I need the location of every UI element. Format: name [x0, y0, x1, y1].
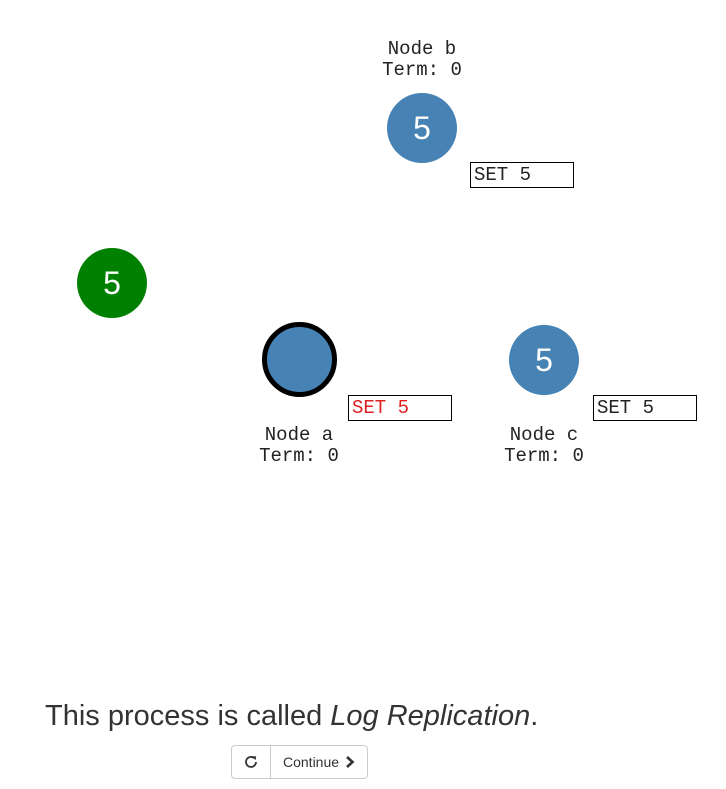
node-c-value: 5	[535, 341, 553, 378]
continue-button[interactable]: Continue	[271, 746, 367, 778]
node-c-term: Term: 0	[504, 445, 584, 467]
node-b-label: Node b Term: 0	[352, 39, 492, 81]
node-c-log-entry: SET 5	[593, 395, 697, 421]
continue-label: Continue	[283, 754, 340, 770]
caption-suffix: .	[530, 700, 539, 732]
node-b-value: 5	[413, 109, 431, 146]
chevron-right-icon	[345, 756, 355, 768]
node-a-log-entry: SET 5	[348, 395, 452, 421]
caption-emphasis: Log Replication	[330, 700, 531, 732]
node-a[interactable]	[262, 322, 337, 397]
node-c-label: Node c Term: 0	[474, 425, 614, 467]
node-b-log-entry: SET 5	[470, 162, 574, 188]
caption: This process is called Log Replication.	[45, 700, 538, 733]
client-value: 5	[103, 264, 121, 301]
node-a-label: Node a Term: 0	[229, 425, 369, 467]
playback-controls: Continue	[231, 745, 369, 779]
node-c[interactable]: 5	[509, 325, 579, 395]
node-a-term: Term: 0	[259, 445, 339, 467]
node-c-name: Node c	[509, 424, 579, 446]
restart-button[interactable]	[232, 746, 271, 778]
node-b-term: Term: 0	[382, 59, 462, 81]
client[interactable]: 5	[77, 248, 147, 318]
caption-prefix: This process is called	[45, 700, 331, 732]
node-b-name: Node b	[387, 38, 457, 60]
restart-icon	[243, 754, 259, 770]
node-a-name: Node a	[264, 424, 334, 446]
node-b[interactable]: 5	[387, 93, 457, 163]
